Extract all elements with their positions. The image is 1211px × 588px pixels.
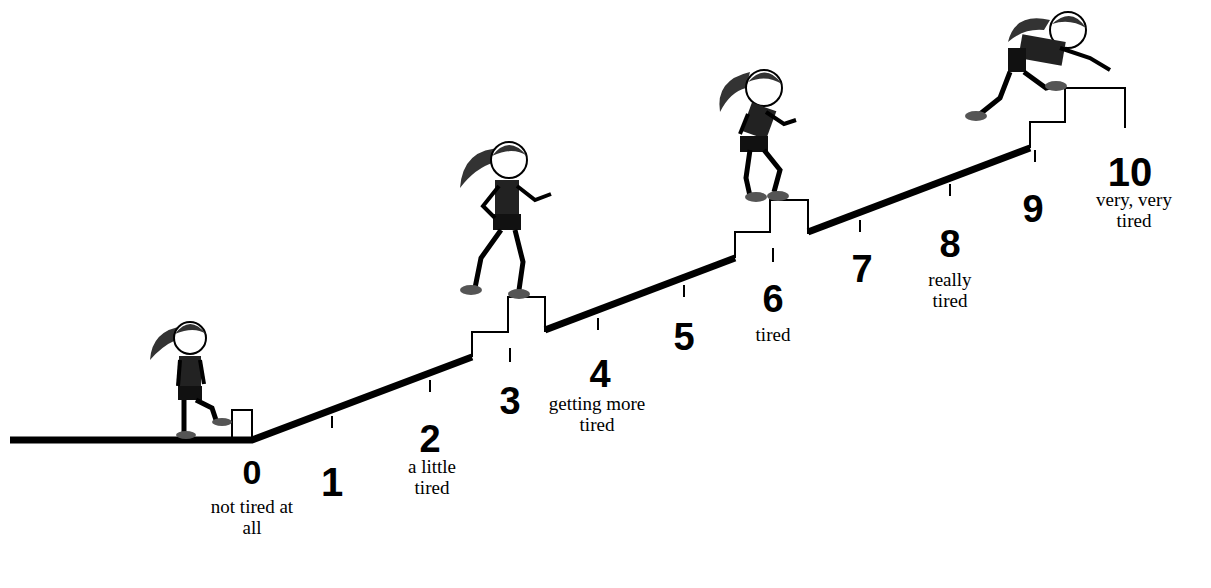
scale-descriptor: a little tired: [392, 457, 472, 499]
scale-descriptor: tired: [733, 325, 813, 346]
step: [472, 297, 545, 357]
tick-marks: [332, 150, 1035, 428]
scale-descriptor: really tired: [910, 270, 990, 312]
scale-number: 0: [243, 455, 262, 489]
girl-figure: [150, 322, 232, 439]
scale-number: 10: [1108, 152, 1153, 192]
scale-number: 9: [1022, 190, 1043, 228]
scale-descriptor: not tired at all: [207, 497, 297, 539]
slope-line: [10, 357, 472, 440]
slope-line: [545, 258, 735, 330]
scale-number: 4: [589, 355, 610, 393]
step: [1030, 88, 1125, 148]
scale-number: 7: [851, 250, 872, 288]
step: [735, 200, 808, 258]
scale-descriptor: very, very tired: [1079, 190, 1189, 232]
scale-number: 5: [673, 318, 694, 356]
scale-number: 3: [499, 382, 520, 420]
girl-figure: [719, 70, 796, 202]
girl-figure: [460, 142, 551, 299]
slope-line: [808, 148, 1030, 232]
scale-number: 2: [419, 420, 440, 458]
scale-number: 8: [939, 225, 960, 263]
scale-number: 1: [321, 462, 343, 502]
girl-figure: [965, 12, 1110, 121]
step: [232, 410, 252, 440]
scale-number: 6: [762, 280, 783, 318]
scale-descriptor: getting more tired: [532, 394, 662, 436]
